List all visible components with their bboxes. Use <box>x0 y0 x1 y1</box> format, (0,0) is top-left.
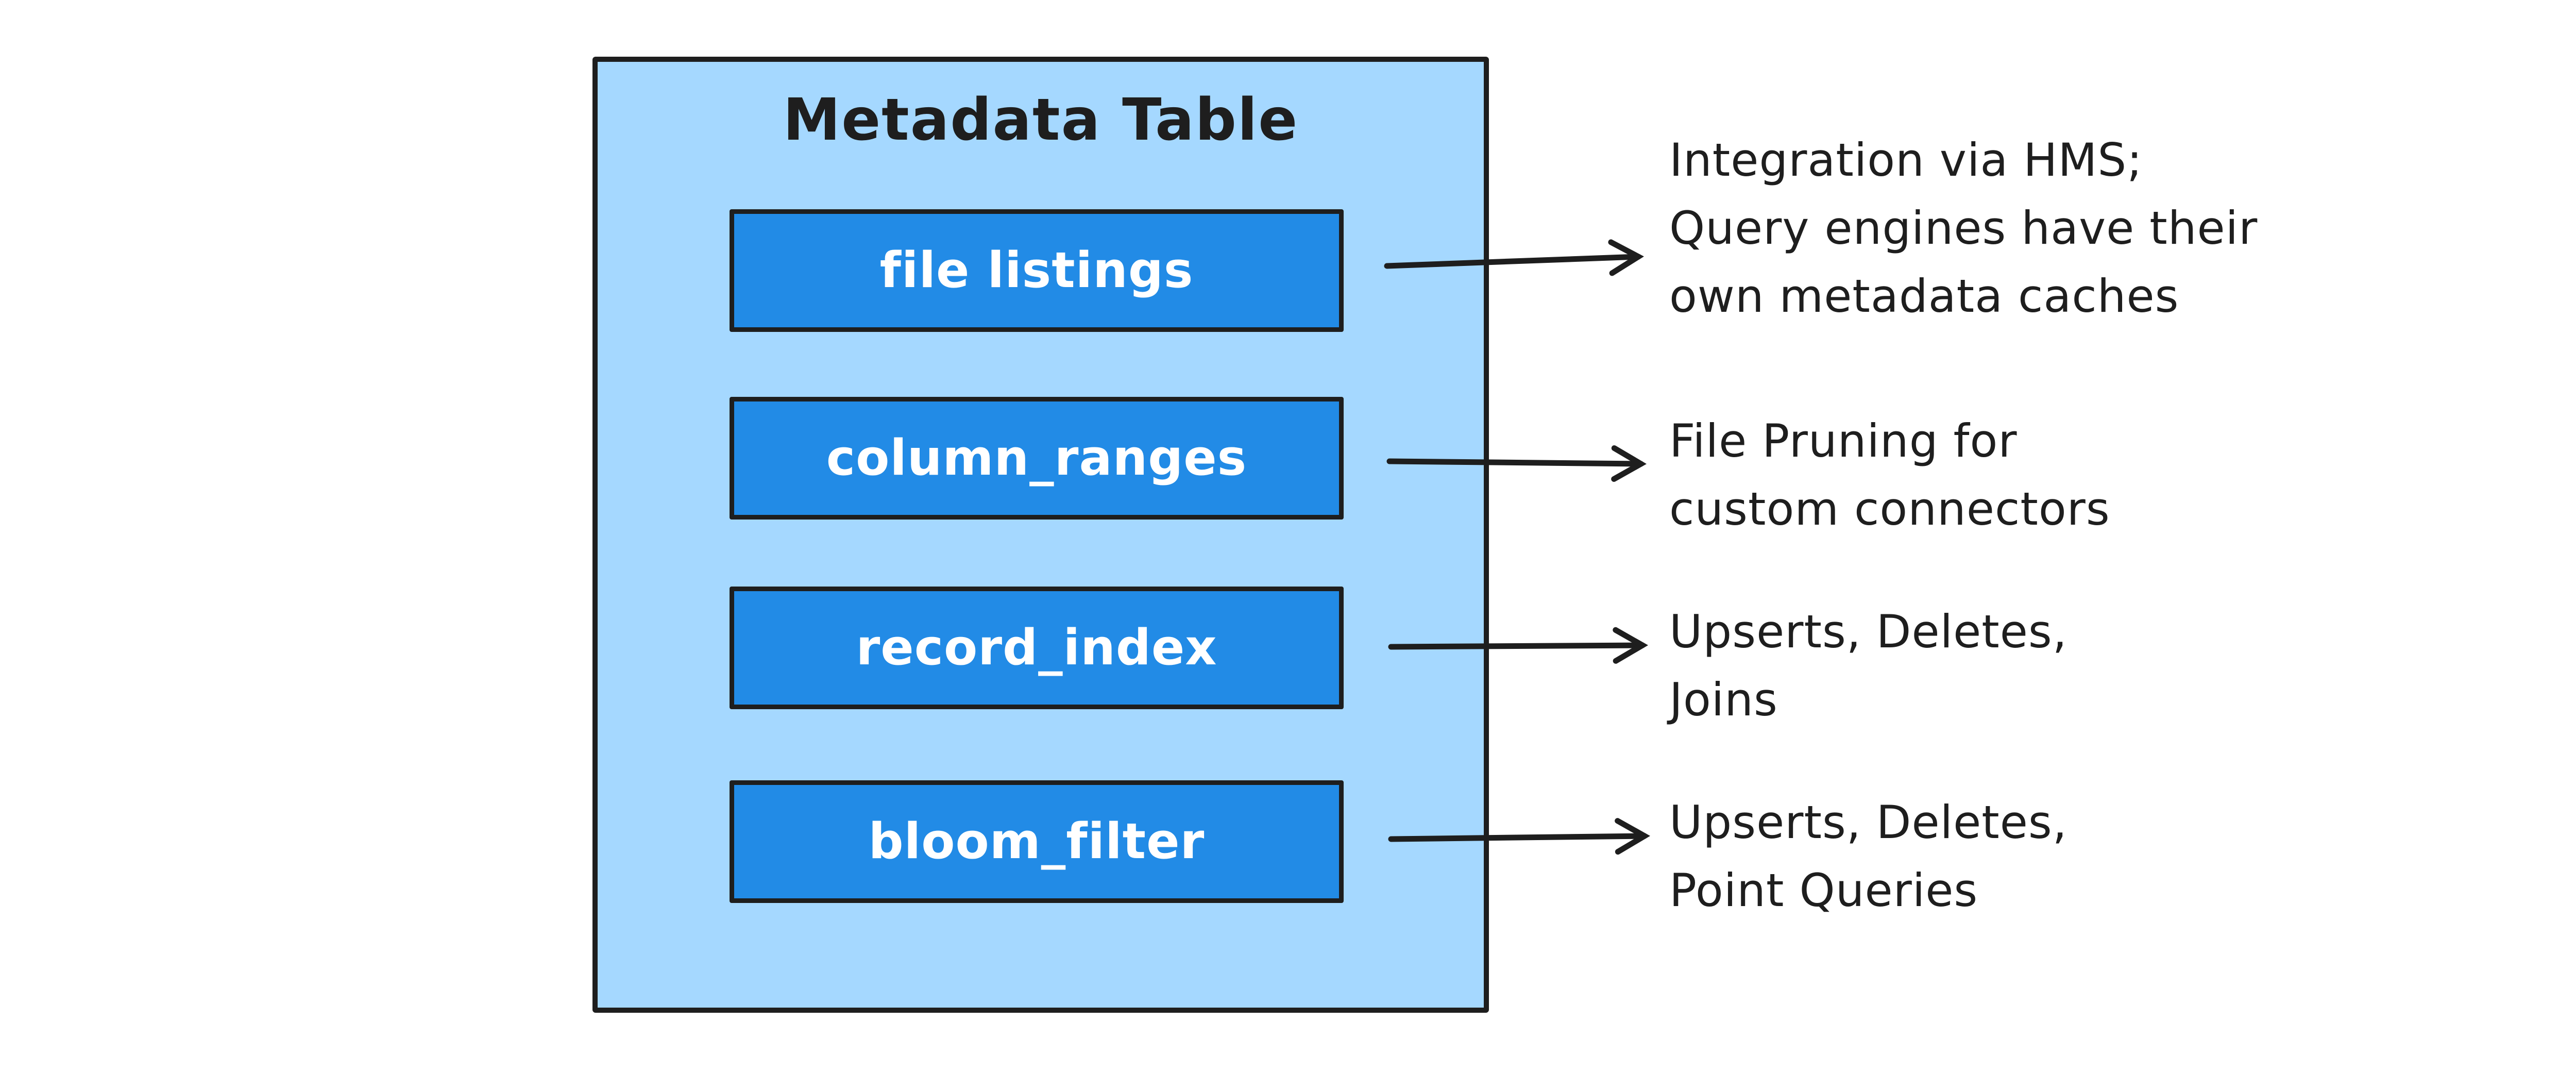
note-column-ranges: File Pruning for custom connectors <box>1669 407 2110 543</box>
diagram-title: Metadata Table <box>783 87 1299 154</box>
note-line: Integration via HMS; <box>1669 133 2143 187</box>
table-row-record-index: record_index <box>730 587 1344 709</box>
note-line: Upserts, Deletes, <box>1669 605 2067 658</box>
note-line: Point Queries <box>1669 864 1978 917</box>
note-file-listings: Integration via HMS; Query engines have … <box>1669 126 2258 330</box>
note-line: Joins <box>1669 673 1778 726</box>
note-line: own metadata caches <box>1669 270 2179 323</box>
table-row-bloom-filter: bloom_filter <box>730 780 1344 903</box>
table-row-file-listings: file listings <box>730 209 1344 332</box>
table-row-column-ranges: column_ranges <box>730 397 1344 520</box>
note-bloom-filter: Upserts, Deletes, Point Queries <box>1669 789 2067 925</box>
box-label-file-listings: file listings <box>879 242 1194 299</box>
note-line: custom connectors <box>1669 482 2110 536</box>
box-label-bloom-filter: bloom_filter <box>868 813 1205 870</box>
note-line: File Pruning for <box>1669 414 2018 467</box>
box-label-record-index: record_index <box>856 620 1217 676</box>
note-line: Upserts, Deletes, <box>1669 796 2067 849</box>
note-line: Query engines have their <box>1669 202 2258 255</box>
box-label-column-ranges: column_ranges <box>826 430 1247 487</box>
note-record-index: Upserts, Deletes, Joins <box>1669 598 2067 734</box>
